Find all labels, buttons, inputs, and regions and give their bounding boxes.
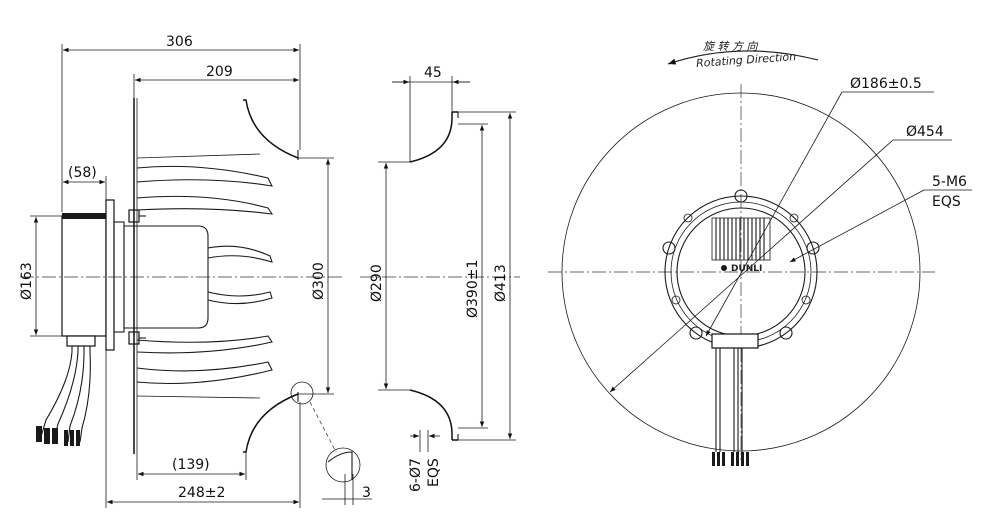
detail-leader	[309, 401, 337, 453]
dim-209-text: 209	[206, 64, 233, 80]
cable-3	[67, 336, 85, 443]
inlet-top	[243, 99, 299, 159]
thread-eqs-text: EQS	[932, 194, 961, 210]
mounting-tabs	[662, 189, 820, 340]
detail-circle	[290, 381, 314, 405]
blade-6	[136, 361, 273, 385]
dim-454-text: Ø454	[906, 124, 944, 140]
dim-186-leader	[705, 91, 843, 337]
blade-5	[136, 335, 273, 354]
dim-306-text: 306	[166, 34, 193, 50]
dim-248-text: 248±2	[178, 485, 225, 501]
motor-top-cap	[62, 213, 106, 219]
motor-body	[61, 215, 107, 337]
blade-3	[207, 245, 273, 263]
thread-leader	[789, 189, 925, 263]
ring-bottom-curve	[409, 389, 453, 440]
rotation-label-en: Rotating Direction	[696, 50, 797, 70]
motor-flange	[105, 199, 115, 351]
detail-view	[325, 447, 361, 483]
rotation-label-cn: 旋 转 方 向	[703, 40, 758, 53]
cable-2	[53, 336, 79, 441]
blade-2	[136, 195, 274, 215]
inlet-ring-view: 45 Ø290 Ø390±1 Ø413 6-Ø7 EQS	[360, 65, 520, 492]
dim-290-text: Ø290	[369, 264, 385, 302]
dim-300-text: Ø300	[311, 262, 327, 300]
rotation-arrow	[667, 50, 819, 65]
brand-logo-text: DUNLI	[731, 264, 762, 274]
thread-text: 5-M6	[932, 174, 967, 190]
dim-413-text: Ø413	[493, 264, 509, 302]
dim-454-leader	[609, 139, 894, 393]
blade-1	[136, 165, 273, 187]
hub-outline	[123, 225, 209, 329]
cable-terminals	[36, 426, 80, 446]
hole-eqs-text: EQS	[426, 458, 442, 487]
cable-4	[79, 336, 91, 443]
cable-gland	[66, 335, 96, 347]
brand-logo: DUNLI	[721, 264, 762, 274]
shroud-top-edge	[136, 153, 261, 159]
dim-3-text: 3	[362, 485, 371, 501]
dim-45-text: 45	[424, 65, 442, 81]
cable-1	[39, 336, 73, 441]
side-view: 306 209 (58) Ø163 Ø300 (139) 248±2 3	[19, 34, 372, 508]
front-view: DUNLI 旋 转 方 向 Rotating Direction Ø186±0.…	[548, 40, 972, 466]
dim-186-text: Ø186±0.5	[850, 76, 922, 92]
dim-163-text: Ø163	[19, 262, 35, 300]
front-cables	[712, 348, 749, 466]
ring-top-curve	[409, 112, 453, 163]
dim-139-text: (139)	[172, 457, 210, 473]
cable-exit-box	[711, 333, 759, 349]
dim-390-text: Ø390±1	[465, 260, 481, 318]
detail-profile	[327, 451, 353, 480]
shroud-bottom-edge	[136, 395, 261, 399]
hole-count-text: 6-Ø7	[408, 458, 424, 492]
inlet-bottom	[243, 393, 299, 453]
dim-58-text: (58)	[68, 165, 97, 181]
blade-4	[207, 291, 273, 305]
